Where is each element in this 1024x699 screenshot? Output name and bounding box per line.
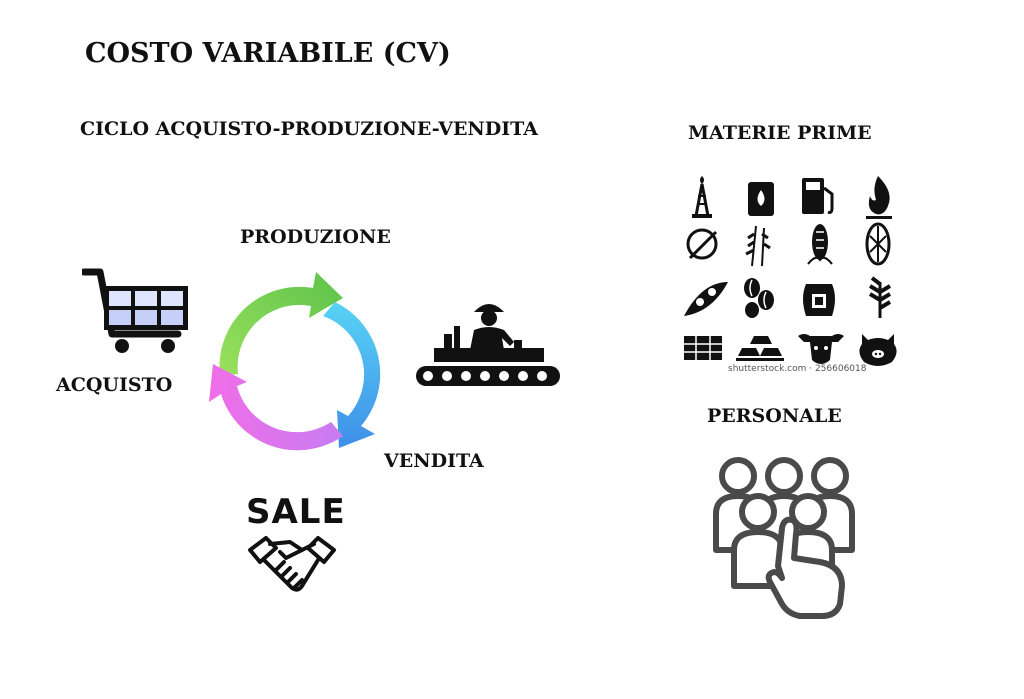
sale-sign-text: SALE xyxy=(246,492,346,532)
produzione-label: PRODUZIONE xyxy=(240,226,391,248)
personale-label: PERSONALE xyxy=(707,405,842,427)
cocoa-pod-icon xyxy=(865,222,891,266)
vendita-label: VENDITA xyxy=(384,450,484,472)
fuel-pump-icon xyxy=(802,178,834,214)
corn-icon xyxy=(807,224,833,265)
gas-flame-icon xyxy=(866,176,892,219)
acquisto-label: ACQUISTO xyxy=(56,374,173,396)
cycle-subtitle: CICLO ACQUISTO-PRODUZIONE-VENDITA xyxy=(80,118,539,140)
wheat-stalks-icon xyxy=(745,225,771,267)
grain-icon xyxy=(868,276,892,318)
cotton-icon xyxy=(686,228,718,260)
shopping-cart-icon xyxy=(82,268,188,353)
slide-title: COSTO VARIABILE (CV) xyxy=(85,38,451,69)
materie-prime-grid xyxy=(684,176,897,366)
personnel-selection-icon xyxy=(713,457,855,619)
coffee-beans-icon xyxy=(744,278,774,318)
cycle-arrows-icon xyxy=(209,272,381,451)
pig-icon xyxy=(859,334,897,366)
gold-bars-icon xyxy=(736,336,784,361)
oil-rig-icon xyxy=(692,176,712,218)
sugar-sack-icon xyxy=(803,284,835,316)
handshake-icon xyxy=(248,536,336,592)
cattle-icon xyxy=(798,334,844,364)
oil-barrel-icon xyxy=(748,182,774,216)
soybean-pod-icon xyxy=(684,282,728,316)
stock-watermark: shutterstock.com · 256606018 xyxy=(728,364,867,374)
factory-worker-conveyor-icon xyxy=(416,304,560,386)
materie-prime-label: MATERIE PRIME xyxy=(688,122,872,144)
lumber-icon xyxy=(684,336,722,360)
